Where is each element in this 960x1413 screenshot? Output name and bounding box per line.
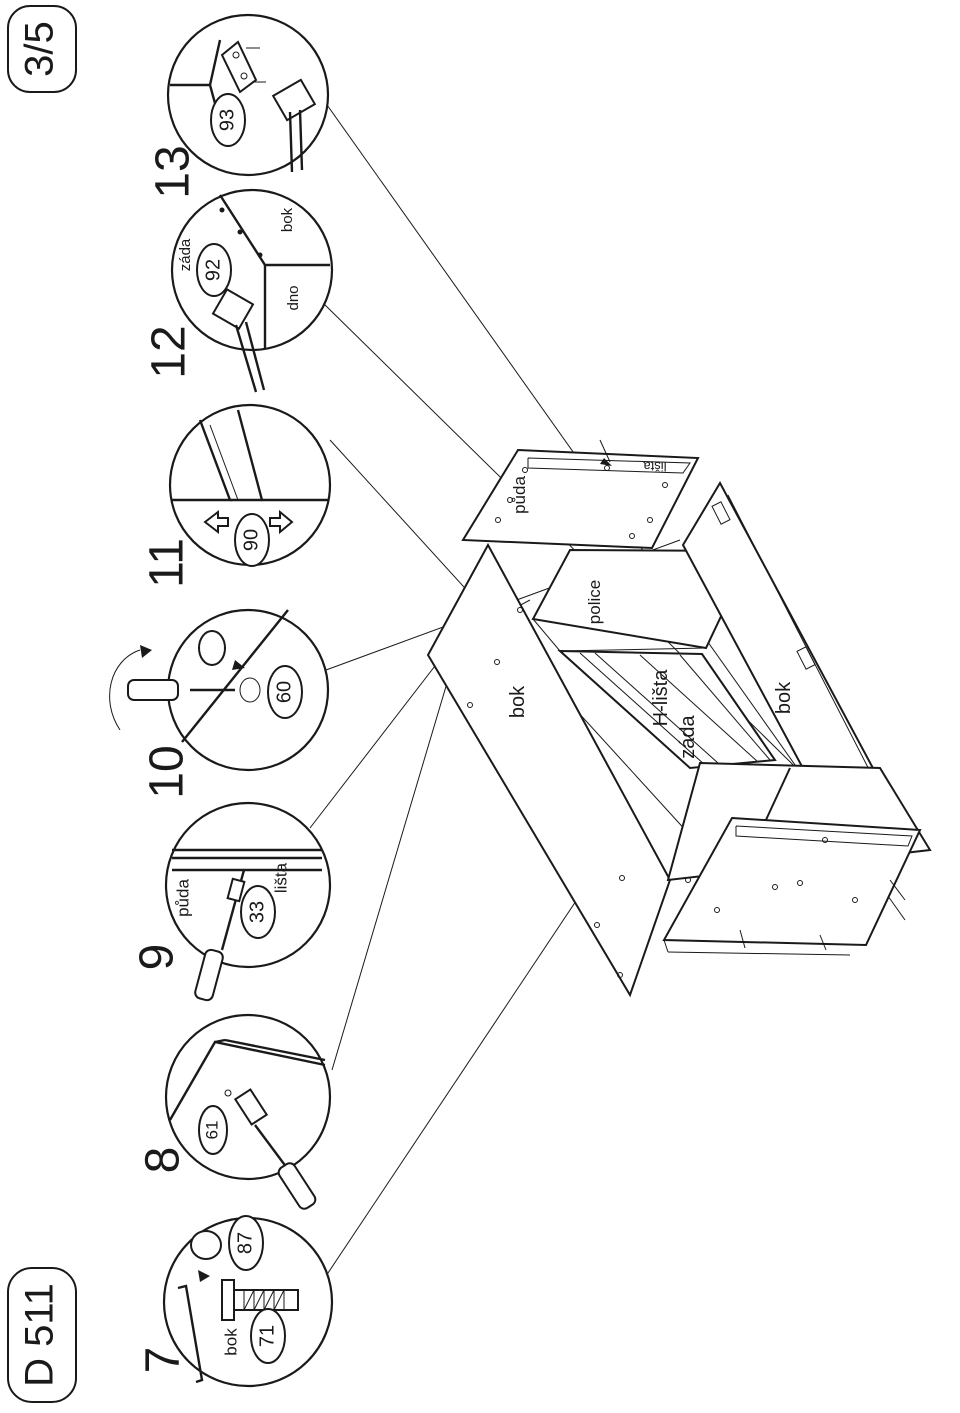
cam-lock-icon-10 <box>198 630 226 666</box>
part-87-badge <box>228 1215 264 1271</box>
screwdriver-icon <box>194 869 246 1002</box>
hammer-icon-13 <box>271 78 317 173</box>
part-87-text: 87 <box>234 1232 256 1254</box>
part-92-badge <box>196 243 232 297</box>
step-7-label-bok: bok <box>221 1328 240 1356</box>
step-12-label-bok: bok <box>279 207 296 232</box>
label-police: police <box>585 580 604 624</box>
part-33-badge <box>240 885 276 939</box>
back-panel <box>557 649 777 770</box>
step-12: 92 záda dno bok 12 <box>143 188 334 393</box>
part-90-badge <box>234 513 270 567</box>
part-33-text: 33 <box>246 901 268 923</box>
page-number-text: 3/5 <box>18 21 62 77</box>
left-side-panel <box>426 542 672 998</box>
part-93-text: 93 <box>216 109 238 131</box>
step-9-number: 9 <box>131 944 184 971</box>
step-13-number: 13 <box>147 145 200 198</box>
step-11-number: 11 <box>141 538 194 588</box>
rotating-screwdriver-icon <box>109 645 235 731</box>
step-12-detail-circle <box>170 188 334 352</box>
step-7-number: 7 <box>137 1347 190 1374</box>
part-61-badge <box>198 1105 228 1155</box>
label-bok-right: bok <box>773 681 795 714</box>
step-12-number: 12 <box>143 325 196 378</box>
label-zada: záda <box>677 714 699 758</box>
part-71-badge <box>250 1308 286 1364</box>
part-90-text: 90 <box>240 529 262 551</box>
step-9-label-puda: půda <box>173 879 192 917</box>
step-13-detail-circle <box>166 13 330 177</box>
step-10-number: 10 <box>141 745 194 798</box>
step-7: 87 71 bok 7 <box>137 1215 334 1388</box>
arrow-in-left-icon <box>203 509 229 535</box>
product-code-badge: D 511 <box>7 1267 77 1403</box>
hammer-icon-12 <box>211 288 266 393</box>
step-12-label-zada: záda <box>177 238 194 271</box>
cam-lock-icon <box>190 1230 222 1260</box>
dowel-screwdriver-icon <box>224 1088 317 1210</box>
part-92-text: 92 <box>202 259 224 281</box>
step-9-detail-circle <box>164 801 332 969</box>
step-12-label-dno: dno <box>285 285 302 310</box>
cabinet-assembly: půda lišta police bok bok H-lišta záda <box>426 439 932 998</box>
step-9-label-lista: lišta <box>271 862 290 893</box>
page-number-badge: 3/5 <box>7 5 77 93</box>
label-h-lista: H-lišta <box>650 669 672 727</box>
part-61-text: 61 <box>202 1121 221 1140</box>
bracket-icon <box>220 40 266 94</box>
label-bok-left: bok <box>507 685 529 718</box>
part-60-text: 60 <box>273 681 295 703</box>
allen-key-icon <box>177 1284 204 1384</box>
product-code-text: D 511 <box>18 1283 62 1387</box>
label-puda: půda <box>510 476 529 514</box>
screw-icon <box>221 1279 299 1321</box>
step-9: 33 půda lišta 9 <box>131 801 332 1002</box>
part-93-badge <box>210 93 246 147</box>
label-lista: lišta <box>643 459 667 474</box>
arrow-in-right-icon <box>269 509 294 535</box>
top-panel <box>461 448 700 550</box>
step-8: 61 8 <box>137 1013 332 1210</box>
part-71-text: 71 <box>256 1325 278 1347</box>
step-10: 60 10 <box>109 608 330 799</box>
step-13: 93 13 <box>147 13 330 199</box>
step-8-number: 8 <box>137 1147 190 1174</box>
door-panel <box>662 816 922 947</box>
step-11: 90 11 <box>141 403 332 588</box>
part-60-badge <box>267 665 303 719</box>
